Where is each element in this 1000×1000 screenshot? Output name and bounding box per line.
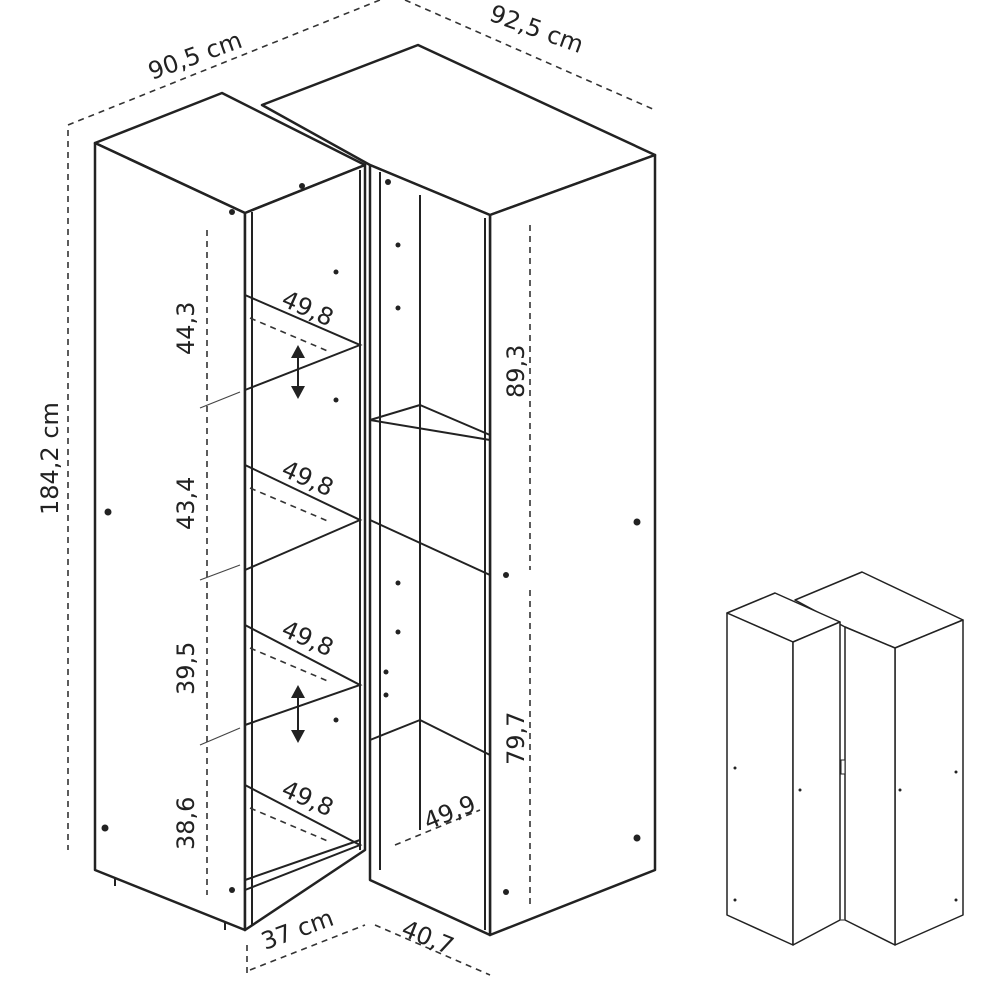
label-front-right: 40,7 <box>398 915 458 961</box>
right-unit-interior <box>368 163 492 937</box>
label-compartment-2: 43,4 <box>172 477 200 530</box>
left-unit <box>93 91 367 932</box>
label-right-lower: 79,7 <box>502 712 530 765</box>
label-width-right: 92,5 cm <box>486 0 587 59</box>
label-height: 184,2 cm <box>36 402 64 515</box>
label-width-left: 90,5 cm <box>144 26 245 86</box>
label-compartment-1: 44,3 <box>172 302 200 355</box>
label-compartment-4: 38,6 <box>172 797 200 850</box>
adjust-arrow-icon <box>291 345 305 743</box>
label-right-upper: 89,3 <box>502 345 530 398</box>
hardware-dots <box>101 179 641 895</box>
wardrobe-thumbnail <box>726 571 964 946</box>
right-unit <box>260 43 657 937</box>
dimension-lines <box>67 0 656 976</box>
left-shelves <box>244 294 363 891</box>
left-unit-side-panel <box>93 141 247 932</box>
label-compartment-3: 39,5 <box>172 642 200 695</box>
right-unit-side-panel <box>488 153 657 937</box>
left-unit-interior <box>243 163 367 932</box>
